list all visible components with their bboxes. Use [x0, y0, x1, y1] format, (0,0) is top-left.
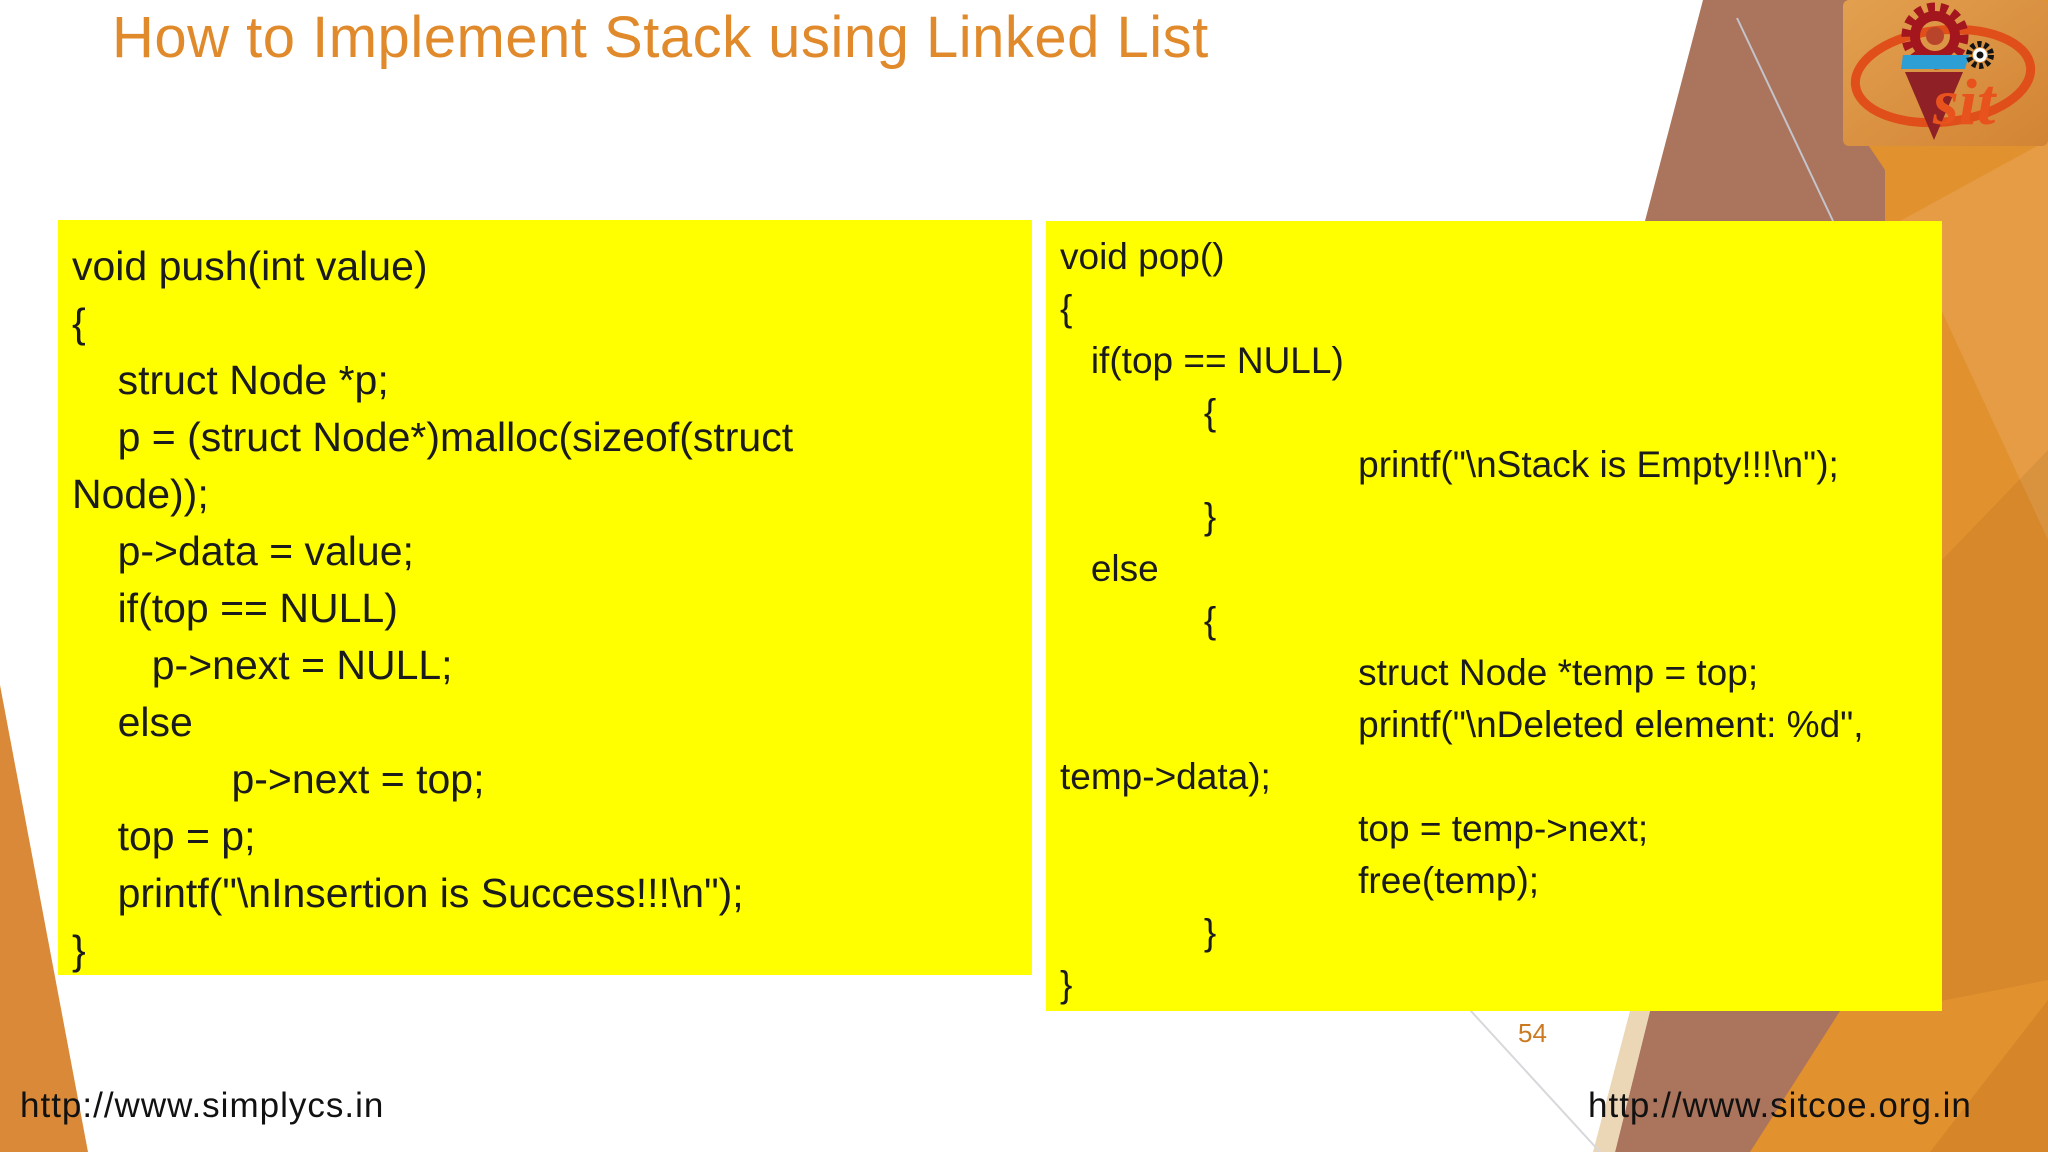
code-line: temp->data);	[1060, 756, 1271, 797]
push-code-box: void push(int value) { struct Node *p; p…	[58, 220, 1032, 975]
code-line: {	[1060, 600, 1217, 641]
slide-title: How to Implement Stack using Linked List	[112, 5, 1209, 70]
facet-dark-bottom	[1930, 1000, 2048, 1152]
sit-logo: sit	[1843, 0, 2048, 146]
code-line: top = p;	[72, 813, 256, 859]
cream-facet	[1593, 1011, 1650, 1152]
footer-url-sitcoe: http://www.sitcoe.org.in	[1588, 1086, 1972, 1125]
code-line: else	[1060, 548, 1159, 589]
code-line: free(temp);	[1060, 860, 1540, 901]
code-line: p->data = value;	[72, 528, 414, 574]
code-line: printf("\nInsertion is Success!!!\n");	[72, 870, 744, 916]
code-line: {	[72, 300, 86, 346]
code-line: void pop()	[1060, 236, 1225, 277]
code-line: }	[1060, 964, 1073, 1005]
code-line: struct Node *temp = top;	[1060, 652, 1759, 693]
code-line: p->next = NULL;	[72, 642, 453, 688]
logo-background	[1843, 0, 2048, 146]
code-line: }	[1060, 912, 1217, 953]
code-line: if(top == NULL)	[72, 585, 398, 631]
code-line: void push(int value)	[72, 243, 428, 289]
facet-line-top	[1736, 17, 1834, 222]
code-line: if(top == NULL)	[1060, 340, 1344, 381]
brown-facet-top	[1645, 0, 1885, 221]
logo-gear-small-icon	[1966, 41, 1994, 69]
code-line: {	[1060, 288, 1073, 329]
code-line: Node));	[72, 471, 209, 517]
logo-orbit-ellipse	[1850, 24, 2036, 128]
code-line: p = (struct Node*)malloc(sizeof(struct	[72, 414, 794, 460]
logo-blue-band	[1901, 55, 1969, 69]
code-line: printf("\nStack is Empty!!!\n");	[1060, 444, 1839, 485]
code-line: struct Node *p;	[72, 357, 389, 403]
logo-sit-label: sit	[1932, 66, 1997, 139]
pop-code-box: void pop() { if(top == NULL) { printf("\…	[1046, 221, 1942, 1011]
code-line: else	[72, 699, 193, 745]
footer-url-simplycs: http://www.simplycs.in	[20, 1086, 385, 1125]
code-line: {	[1060, 392, 1217, 433]
code-line: printf("\nDeleted element: %d",	[1060, 704, 1864, 745]
code-line: p->next = top;	[72, 756, 485, 802]
brown-facet-bottom	[1615, 1011, 1840, 1152]
logo-gear-large-icon	[1901, 2, 1969, 70]
code-line: top = temp->next;	[1060, 808, 1649, 849]
logo-triangle	[1905, 72, 1963, 140]
page-number: 54	[1518, 1018, 1547, 1048]
code-line: }	[1060, 496, 1217, 537]
code-line: }	[72, 927, 86, 973]
